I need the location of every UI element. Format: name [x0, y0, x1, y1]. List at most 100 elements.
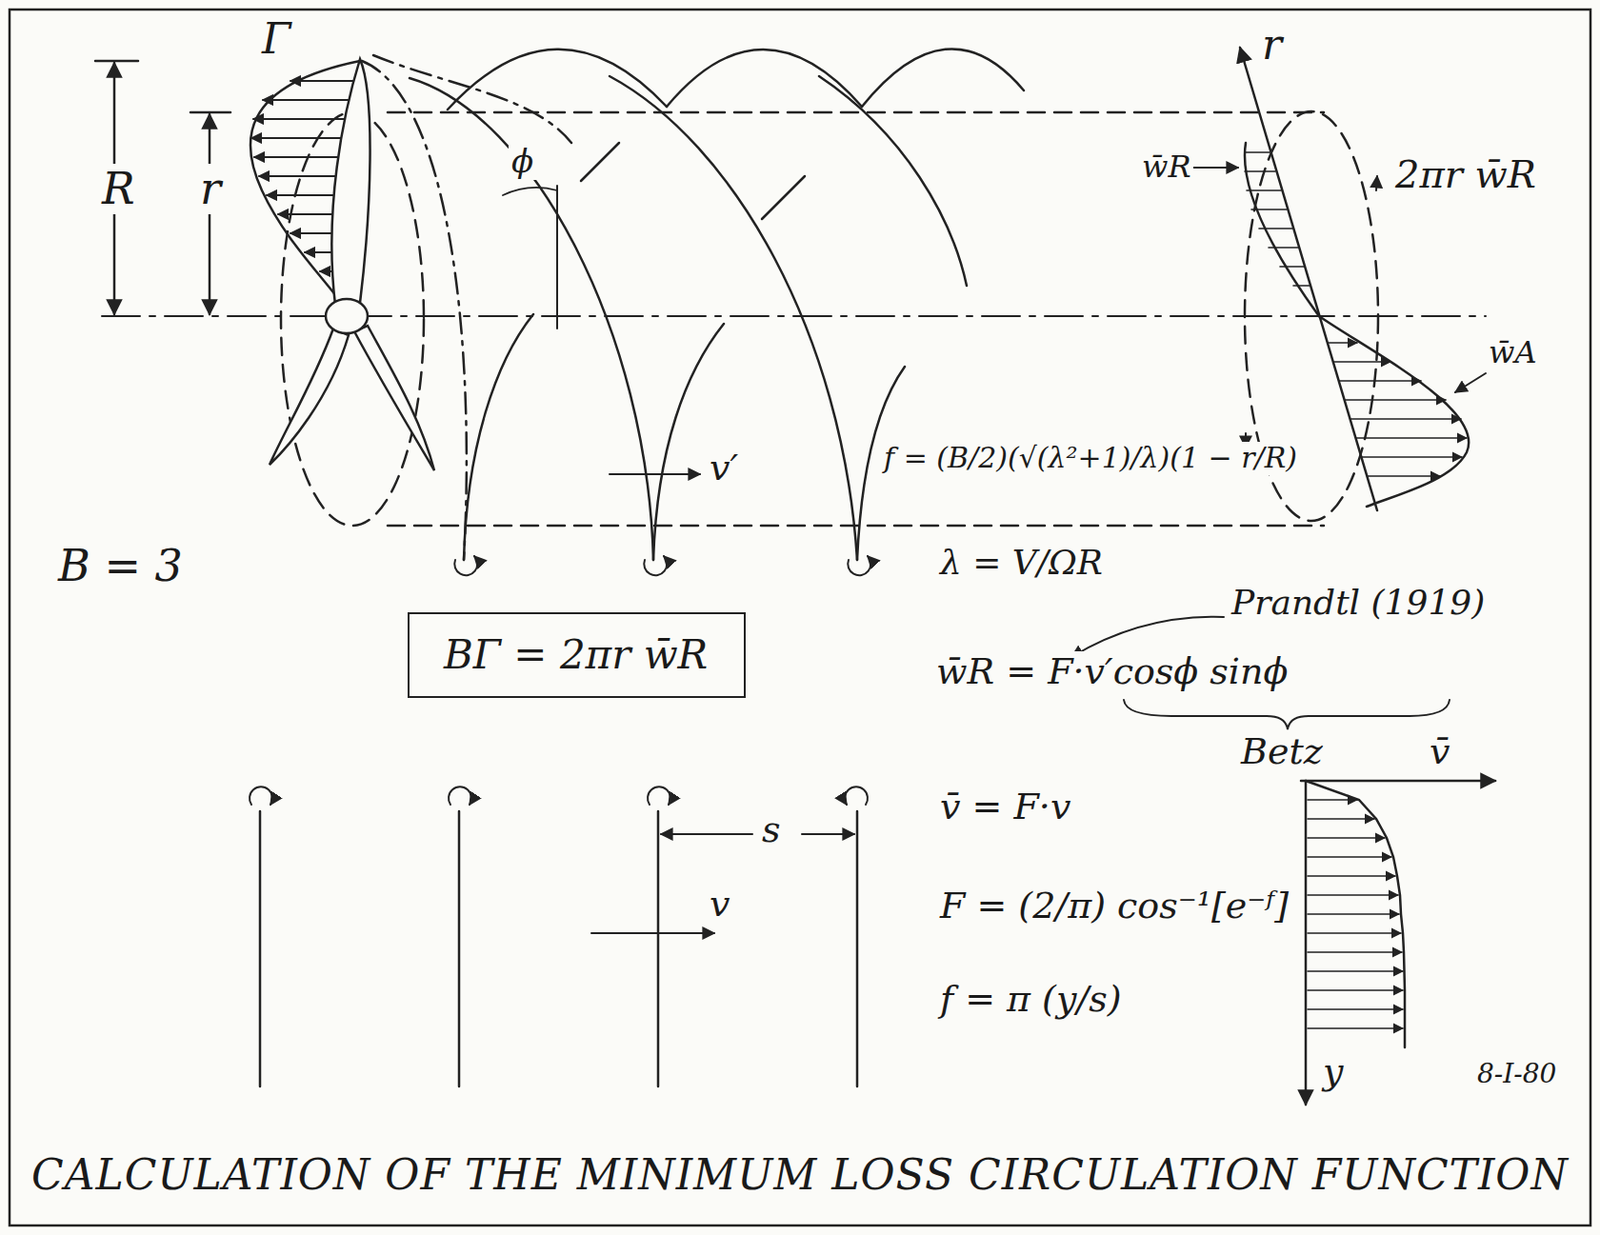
propeller-blade: [269, 328, 349, 465]
ellipse-arrow: [1376, 176, 1378, 191]
hatch-line: [1251, 208, 1287, 211]
helix-vortex: [463, 314, 534, 560]
axial-arrow: [1361, 456, 1462, 459]
circulation-arrow: [251, 137, 352, 140]
dimension-tick: [190, 111, 231, 115]
helix-arch: [447, 49, 667, 110]
angle-label: ϕ: [508, 142, 537, 180]
profile-arrow: [1307, 894, 1399, 897]
vortex-curl: [249, 786, 273, 805]
helix-vortex: [609, 76, 858, 560]
leader-arrow: [1190, 166, 1239, 169]
circulation-arrow: [262, 99, 355, 101]
vortex-sheet: [657, 811, 660, 1087]
circulation-label: 2πr w̄R: [1392, 152, 1540, 197]
profile-arrow: [1307, 856, 1392, 859]
helix-vortex: [409, 78, 654, 560]
profile-arrow: [1307, 932, 1401, 935]
hatch-line: [1293, 284, 1310, 287]
date-stamp: 8-I-80: [1474, 1059, 1560, 1090]
vortex-curl: [448, 786, 472, 805]
hatch-line: [1246, 189, 1281, 192]
formula: f = π (y/s): [937, 979, 1125, 1021]
formula: f = (B/2)(√(λ²+1)/λ)(1 − r/R): [880, 441, 1300, 476]
y-axis: [1304, 780, 1308, 1105]
leader-arrow: [1455, 373, 1486, 393]
axis-label: v̄: [1426, 731, 1453, 774]
vortex-sheet: [259, 811, 262, 1087]
axial-arrow: [1367, 475, 1440, 478]
drawing: [9, 9, 1591, 1226]
center-line: [101, 315, 1486, 318]
velocity-label: w̄A: [1485, 335, 1540, 371]
angle-arc: [502, 187, 558, 196]
helix-vortex: [361, 60, 467, 560]
axis-label: r: [1259, 20, 1285, 70]
profile-arrow: [1307, 1027, 1403, 1030]
axial-arrow: [1356, 437, 1467, 440]
axial-arrow: [1344, 399, 1446, 401]
vortex-curl: [643, 556, 667, 576]
frame-border: [9, 9, 1591, 1226]
blade-count: B = 3: [55, 540, 186, 592]
radial-hatch: [1244, 152, 1310, 286]
hatch-line: [1268, 246, 1299, 249]
velocity-axis: [1300, 780, 1496, 783]
formula: λ = V/ΩR: [937, 542, 1106, 582]
hatch-line: [1280, 265, 1304, 268]
radial-velocity-curve: [1244, 142, 1320, 317]
hatch-line: [1259, 227, 1293, 230]
profile-arrow: [1307, 837, 1385, 840]
axial-arrow: [1339, 380, 1421, 382]
caption: CALCULATION OF THE MINIMUM LOSS CIRCULAT…: [0, 1150, 1600, 1200]
spacing-arrow: [660, 833, 753, 836]
helix-vortex: [653, 323, 724, 560]
propeller-blade: [331, 59, 370, 305]
circulation-symbol: Γ: [259, 15, 295, 64]
spacing-arrow: [801, 833, 855, 836]
dimension-label: R: [99, 163, 139, 215]
velocity-arrow: [609, 473, 700, 476]
axial-arrow: [1327, 341, 1358, 344]
dimension-line: [208, 114, 212, 315]
vortex-curl: [847, 556, 871, 576]
equation-box: BΓ = 2πr w̄R: [407, 612, 746, 699]
spacing-label: s: [759, 809, 784, 852]
helix-arch: [861, 48, 1024, 107]
profile-arrow: [1307, 799, 1358, 801]
propeller-hub: [325, 299, 368, 334]
profile-arrow: [1307, 818, 1375, 820]
profile-arrows: [1307, 800, 1403, 1029]
velocity-label: w̄R: [1139, 149, 1194, 185]
velocity-label: v: [706, 883, 733, 926]
dimension-tick: [95, 60, 139, 63]
profile-arrow: [1307, 1008, 1403, 1011]
profile-arrow: [1307, 875, 1396, 878]
vortex-sheet: [458, 811, 461, 1087]
profile-arrow: [1307, 951, 1402, 954]
hatch-line: [1244, 170, 1276, 173]
wake-boundary: [387, 111, 1324, 115]
circulation-arrow: [253, 118, 353, 120]
velocity-label: v′: [706, 447, 741, 490]
hatch-line: [1244, 151, 1270, 154]
profile-curve: [1305, 780, 1405, 1048]
formula: v̄ = F·v: [937, 786, 1074, 829]
velocity-arrow: [591, 932, 715, 935]
circulation-arrow: [254, 156, 350, 159]
profile-arrow: [1307, 970, 1403, 973]
axial-arrow: [1333, 360, 1391, 363]
circulation-arrow: [290, 80, 357, 82]
profile-arrow: [1307, 989, 1403, 992]
wake-boundary: [387, 524, 1324, 528]
formula: w̄R = F·v′cosϕ sinϕ: [933, 651, 1291, 694]
vortex-sheet: [856, 811, 860, 1087]
helix-arch: [666, 49, 862, 107]
helix-vortex: [373, 55, 572, 143]
axial-arrow: [1350, 418, 1461, 420]
angle-reference: [556, 185, 559, 329]
helix-segment: [580, 142, 620, 181]
profile-arrow: [1307, 913, 1400, 916]
helix-vortex: [819, 76, 967, 286]
vortex-curl: [647, 786, 671, 805]
